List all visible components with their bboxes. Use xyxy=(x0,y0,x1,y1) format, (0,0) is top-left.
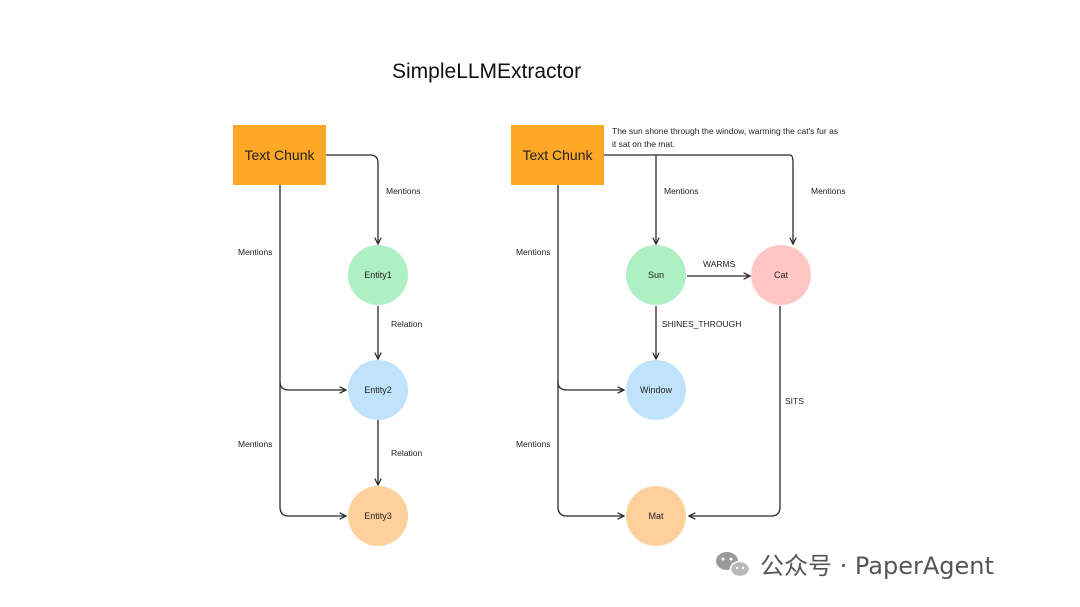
right-label-mentions-cat: Mentions xyxy=(811,186,846,196)
left-text-chunk-label: Text Chunk xyxy=(244,147,315,163)
watermark: 公众号 · PaperAgent xyxy=(716,552,994,580)
right-label-mentions-lower: Mentions xyxy=(516,439,551,449)
watermark-text: 公众号 · PaperAgent xyxy=(760,552,994,580)
right-text-chunk-label: Text Chunk xyxy=(522,147,593,163)
left-diagram: Mentions Mentions Mentions Relation Rela… xyxy=(233,125,422,546)
left-entity2-label: Entity2 xyxy=(364,385,392,395)
left-label-mentions-upper: Mentions xyxy=(238,247,273,257)
right-edge-mentions-cat xyxy=(604,154,793,244)
page-title: SimpleLLMExtractor xyxy=(392,60,581,83)
right-text-chunk-box xyxy=(511,125,604,185)
source-sentence-line-1: The sun shone through the window, warmin… xyxy=(612,126,838,136)
right-diagram: Mentions Mentions Mentions Mentions WARM… xyxy=(511,125,846,546)
cat-node xyxy=(751,245,811,305)
left-entity2-node xyxy=(348,360,408,420)
right-label-mentions-upper: Mentions xyxy=(516,247,551,257)
left-edge-mentions-entity3 xyxy=(279,185,346,516)
left-edge-mentions-entity1 xyxy=(326,154,378,244)
right-label-sits: SITS xyxy=(785,396,804,406)
cat-label: Cat xyxy=(774,270,789,280)
left-entity3-label: Entity3 xyxy=(364,511,392,521)
right-edge-mentions-mat xyxy=(557,185,624,516)
sun-node xyxy=(626,245,686,305)
left-edge-mentions-entity2 xyxy=(279,381,346,390)
right-label-shines-through: SHINES_THROUGH xyxy=(662,319,741,329)
left-text-chunk-box xyxy=(233,125,326,185)
wechat-icon xyxy=(716,552,751,578)
left-label-mentions-top: Mentions xyxy=(386,186,421,196)
left-entity1-label: Entity1 xyxy=(364,270,392,280)
left-label-mentions-lower: Mentions xyxy=(238,439,273,449)
mat-label: Mat xyxy=(648,511,664,521)
right-edge-sits xyxy=(689,306,781,516)
window-node xyxy=(626,360,686,420)
mat-node xyxy=(626,486,686,546)
right-edge-mentions-window xyxy=(557,381,624,390)
left-label-relation-1: Relation xyxy=(391,319,422,329)
right-label-mentions-sun: Mentions xyxy=(664,186,699,196)
source-sentence-line-2: it sat on the mat. xyxy=(612,139,675,149)
left-label-relation-2: Relation xyxy=(391,448,422,458)
right-label-warms: WARMS xyxy=(703,259,736,269)
window-label: Window xyxy=(640,385,673,395)
left-entity1-node xyxy=(348,245,408,305)
left-entity3-node xyxy=(348,486,408,546)
sun-label: Sun xyxy=(648,270,664,280)
